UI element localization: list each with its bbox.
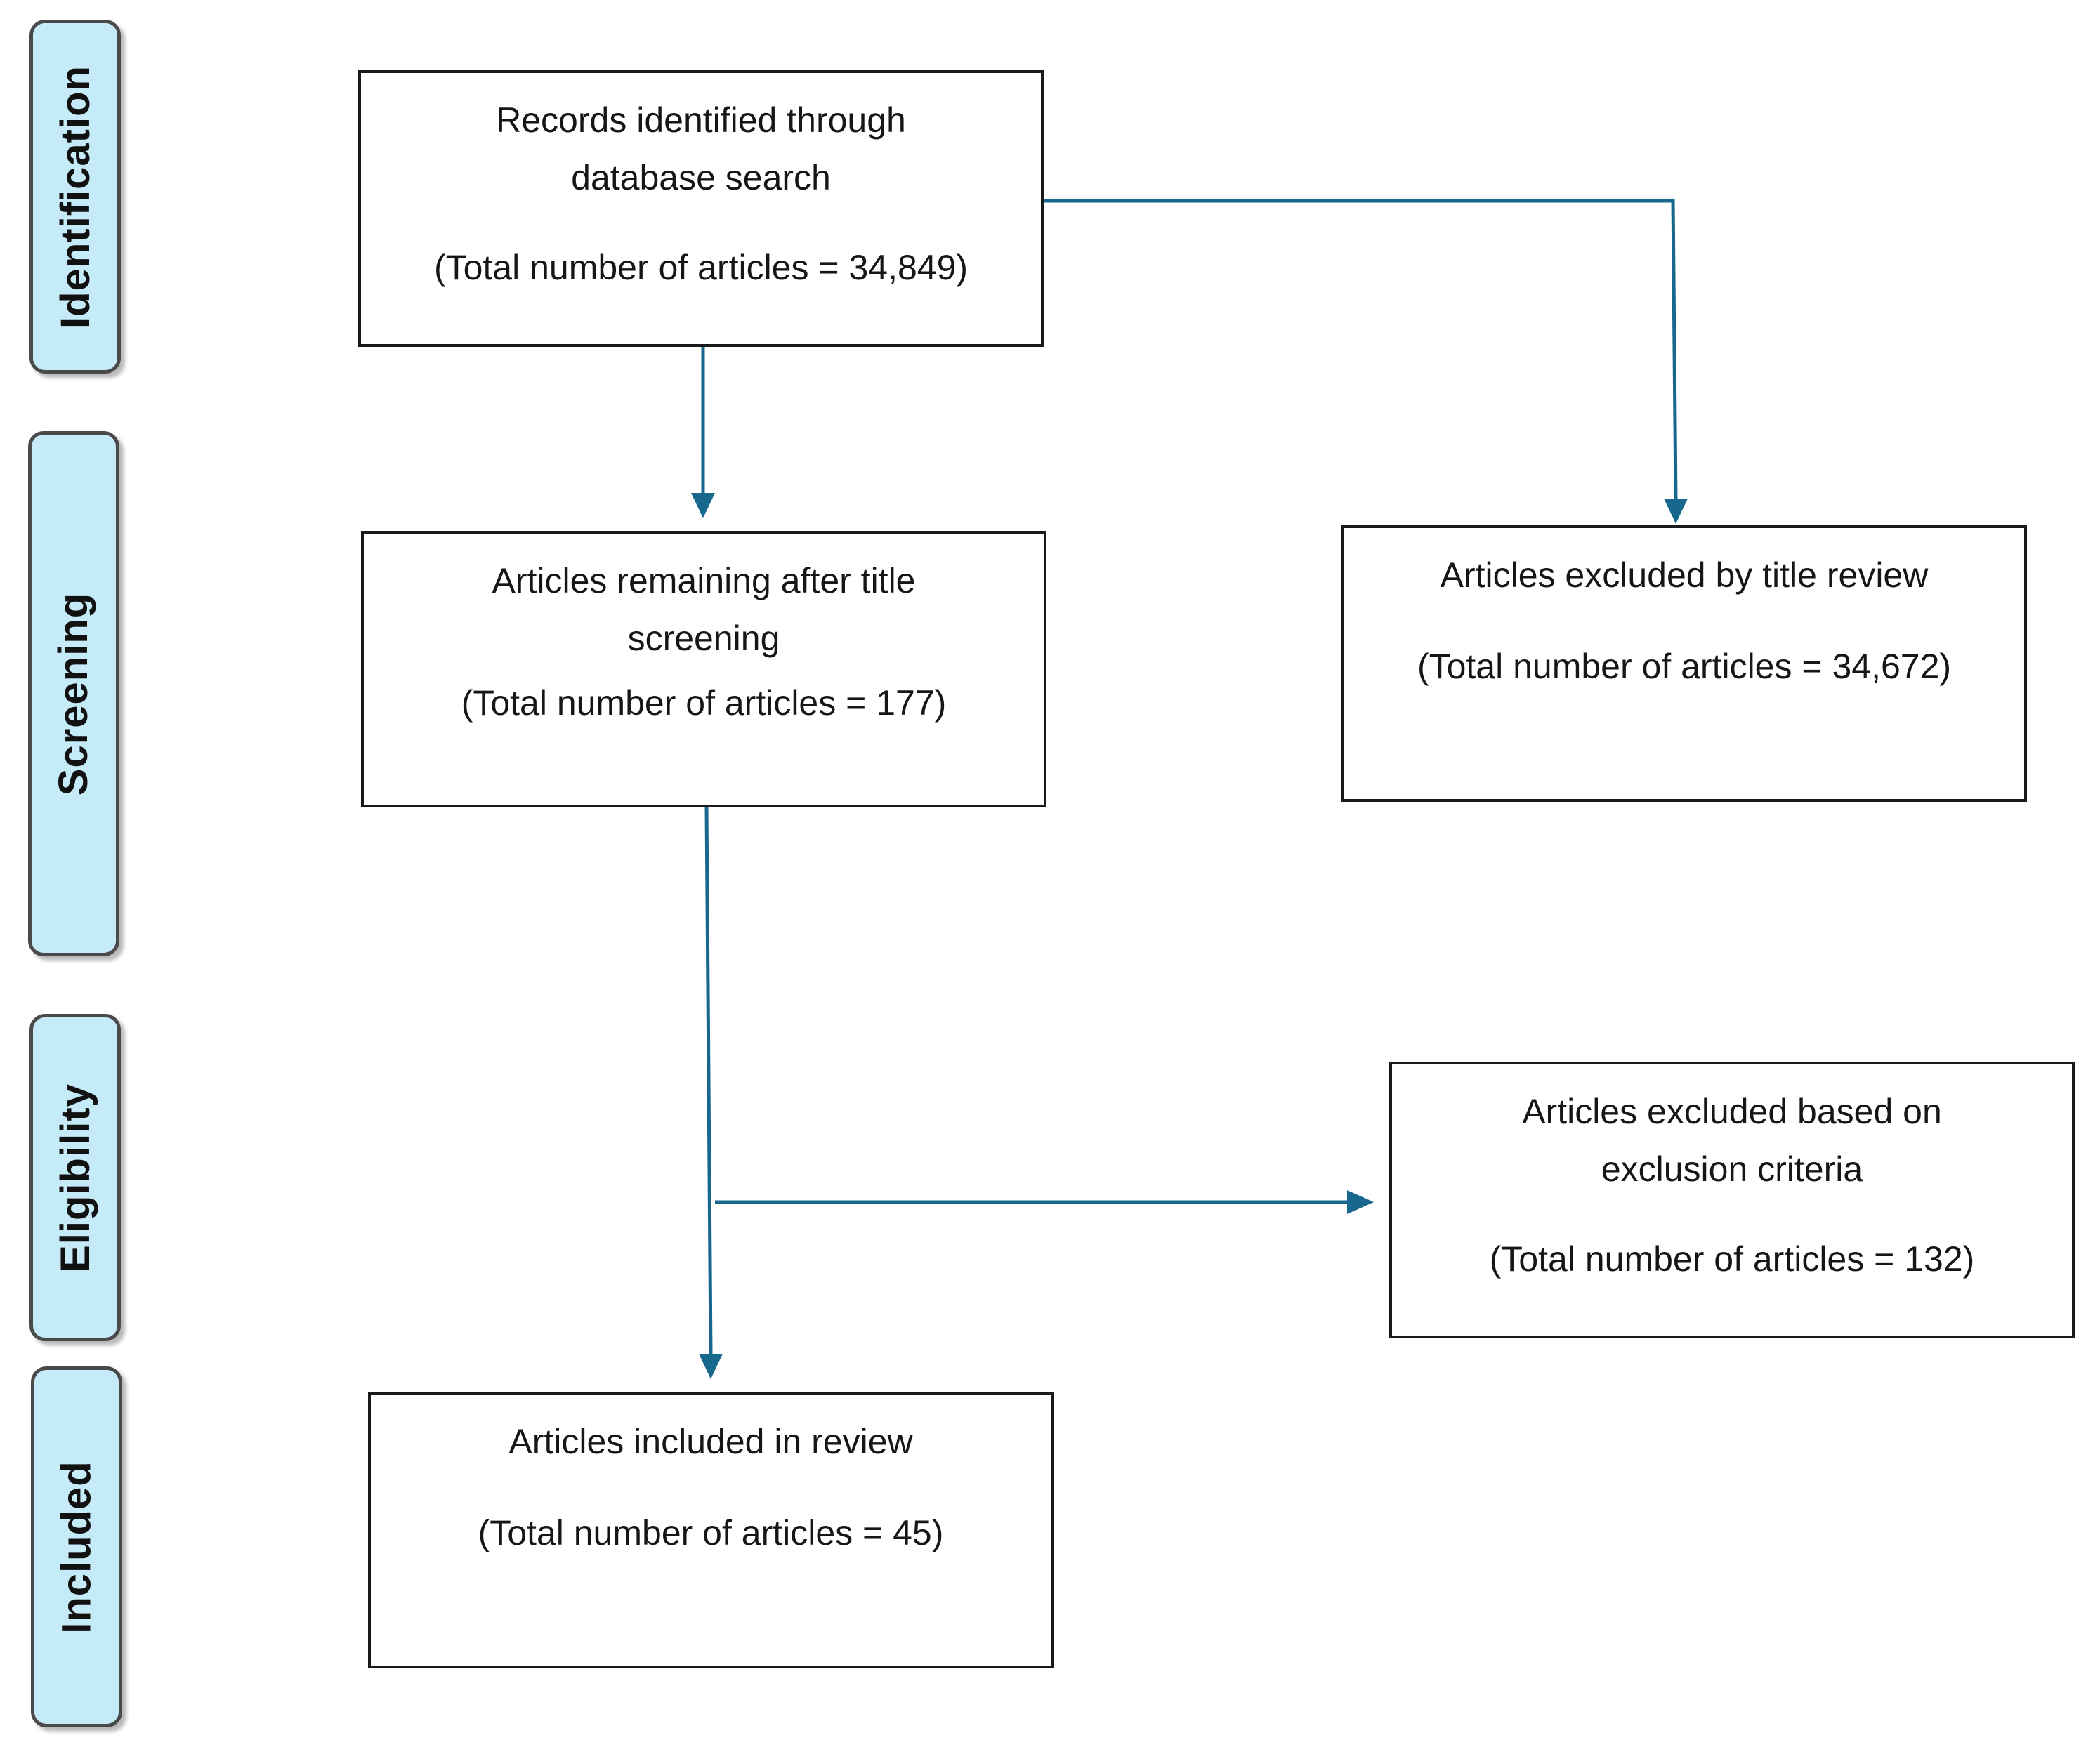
excluded-title-review-box: Articles excluded by title review (Total… <box>1341 525 2027 802</box>
arrowhead-screening-to-included <box>699 1354 723 1379</box>
excluded-title-review-count: (Total number of articles = 34,672) <box>1417 647 1952 686</box>
records-identified-line2: database search <box>571 158 831 197</box>
excluded-criteria-box: Articles excluded based on exclusion cri… <box>1389 1062 2075 1338</box>
after-title-screening-line2: screening <box>627 619 780 658</box>
arrowhead-identified-to-screening <box>691 493 715 518</box>
excluded-title-review-line1: Articles excluded by title review <box>1440 555 1929 595</box>
arrowhead-screening-to-excluded-criteria <box>1347 1190 1374 1214</box>
after-title-screening-count: (Total number of articles = 177) <box>461 683 947 723</box>
phase-identification: Identification <box>29 20 121 374</box>
phase-included: Included <box>31 1366 122 1727</box>
after-title-screening-box: Articles remaining after title screening… <box>361 531 1046 807</box>
included-review-line1: Articles included in review <box>508 1422 913 1461</box>
excluded-criteria-line2: exclusion criteria <box>1601 1149 1863 1189</box>
arrowhead-identified-to-excluded-title <box>1664 499 1688 524</box>
records-identified-box: Records identified through database sear… <box>358 70 1044 347</box>
phase-screening: Screening <box>28 431 119 956</box>
phase-eligibility: Eligibility <box>29 1014 121 1341</box>
after-title-screening-line1: Articles remaining after title <box>492 561 916 600</box>
arrow-screening-to-included <box>704 807 713 1354</box>
excluded-criteria-count: (Total number of articles = 132) <box>1489 1239 1975 1279</box>
arrow-identified-to-excluded-title <box>1044 199 1678 499</box>
records-identified-count: (Total number of articles = 34,849) <box>433 248 969 287</box>
records-identified-line1: Records identified through <box>496 100 906 140</box>
included-review-box: Articles included in review (Total numbe… <box>368 1392 1054 1668</box>
excluded-criteria-line1: Articles excluded based on <box>1522 1092 1942 1131</box>
included-review-count: (Total number of articles = 45) <box>478 1513 944 1552</box>
